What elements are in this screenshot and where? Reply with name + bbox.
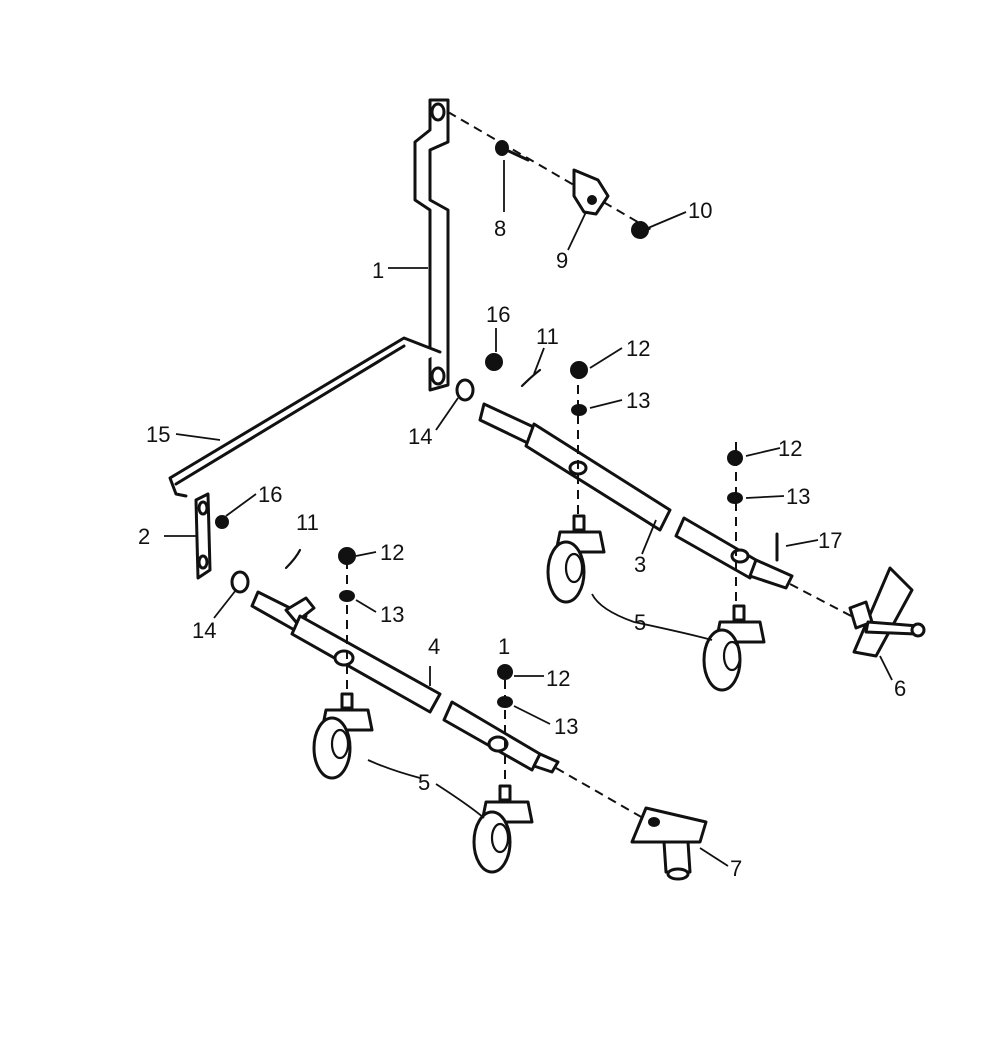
callout-1-front: 1 — [498, 634, 510, 659]
callout-12-front-a: 12 — [380, 540, 404, 565]
callout-5-front: 5 — [418, 770, 430, 795]
washer-upper — [455, 378, 475, 402]
callout-14-lower: 14 — [192, 618, 216, 643]
rear-end-dash — [789, 583, 856, 619]
callout-16-lower: 16 — [258, 482, 282, 507]
upright-bracket — [413, 98, 450, 392]
rear-washer-b — [727, 492, 743, 504]
caster-front-right — [472, 784, 534, 874]
rear-end-cap — [848, 566, 926, 658]
leader-lines — [164, 160, 893, 867]
cotter-pin-lower — [284, 548, 302, 570]
callout-5-rear: 5 — [634, 610, 646, 635]
caster-rear-left — [546, 514, 606, 604]
callout-13-front-a: 13 — [380, 602, 404, 627]
tie-rod — [168, 336, 442, 498]
rod-nut-upper — [485, 353, 503, 371]
callout-17: 17 — [818, 528, 842, 553]
rear-washer-a — [571, 404, 587, 416]
caster-front-left — [312, 692, 374, 780]
front-axle — [250, 590, 560, 774]
rear-nut-b — [727, 450, 743, 466]
callout-16-upper: 16 — [486, 302, 510, 327]
callout-9: 9 — [556, 248, 568, 273]
cotter-pin-upper — [520, 368, 542, 388]
callout-3: 3 — [634, 552, 646, 577]
callout-7: 7 — [730, 856, 742, 881]
link-bracket — [194, 492, 212, 580]
callout-13-rear-b: 13 — [786, 484, 810, 509]
hinge-dash-line — [447, 111, 656, 233]
callout-12-rear-b: 12 — [778, 436, 802, 461]
front-end-cap — [630, 806, 708, 881]
callout-11-lower: 11 — [296, 510, 319, 535]
front-washer-b — [497, 696, 513, 708]
callout-11-upper: 11 — [536, 324, 559, 349]
front-washer-a — [339, 590, 355, 602]
callout-13-front-b: 13 — [554, 714, 578, 739]
callout-13-rear-a: 13 — [626, 388, 650, 413]
front-nut-b — [497, 664, 513, 680]
front-nut-a — [338, 547, 356, 565]
callout-12-front-b: 12 — [546, 666, 570, 691]
callout-12-rear-a: 12 — [626, 336, 650, 361]
callout-8: 8 — [494, 216, 506, 241]
hinge-nut — [631, 221, 649, 239]
callout-1: 1 — [372, 258, 384, 283]
caster-rear-right — [702, 604, 766, 692]
washer-lower — [230, 570, 250, 594]
callout-14-upper: 14 — [408, 424, 432, 449]
rear-nut-a — [570, 361, 588, 379]
callout-2: 2 — [138, 524, 150, 549]
callout-6: 6 — [894, 676, 906, 701]
rear-axle — [478, 402, 794, 590]
callout-4: 4 — [428, 634, 440, 659]
callout-10: 10 — [688, 198, 712, 223]
callout-labels: 1 8 9 10 16 11 12 13 14 15 12 13 17 3 5 … — [138, 198, 906, 881]
rod-nut-lower — [215, 515, 229, 529]
callout-15: 15 — [146, 422, 170, 447]
front-end-dash — [555, 767, 651, 823]
hinge-plate — [572, 168, 610, 216]
hinge-bolt — [495, 140, 530, 162]
